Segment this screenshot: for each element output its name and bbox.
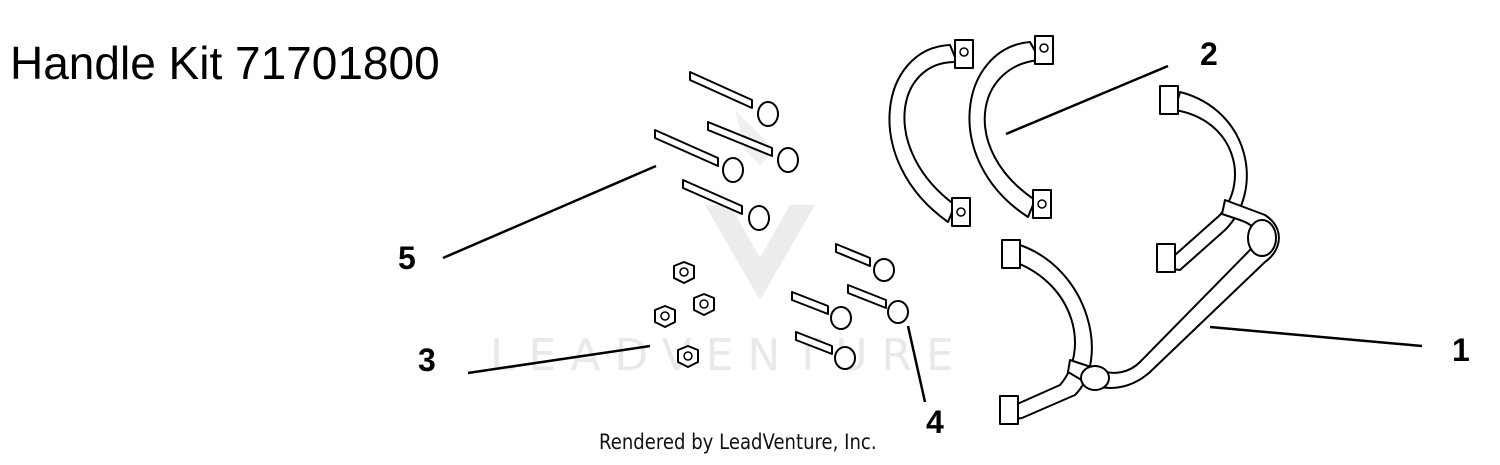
bolt-short-4 (795, 331, 856, 370)
bolt-short-3 (791, 291, 852, 330)
leader-line-2 (1005, 64, 1169, 136)
bolt-long-2 (707, 121, 799, 173)
leader-line-3 (467, 344, 651, 375)
watermark-text: LEADVENTURE (490, 330, 968, 381)
nut-4 (677, 345, 699, 368)
nut-3 (654, 305, 676, 328)
nut-1 (673, 261, 695, 284)
callout-3: 3 (418, 342, 436, 378)
leader-line-4 (906, 325, 927, 403)
callout-2: 2 (1200, 36, 1218, 72)
bolt-short-1 (835, 243, 895, 282)
callout-5: 5 (398, 240, 416, 276)
leader-line-1 (1209, 325, 1423, 348)
bracket-1 (888, 39, 974, 227)
bolt-long-1 (689, 71, 779, 127)
bolt-long-3 (654, 129, 744, 183)
diagram-title: Handle Kit 71701800 (10, 37, 440, 89)
callout-4: 4 (926, 404, 944, 440)
nut-2 (693, 293, 715, 316)
bolt-short-2 (847, 284, 909, 324)
leader-line-5 (442, 164, 657, 260)
render-credit: Rendered by LeadVenture, Inc. (599, 430, 877, 454)
handle-assembly (999, 85, 1280, 425)
bolt-long-4 (682, 179, 770, 231)
callout-1: 1 (1452, 332, 1470, 368)
bracket-2 (968, 35, 1054, 219)
